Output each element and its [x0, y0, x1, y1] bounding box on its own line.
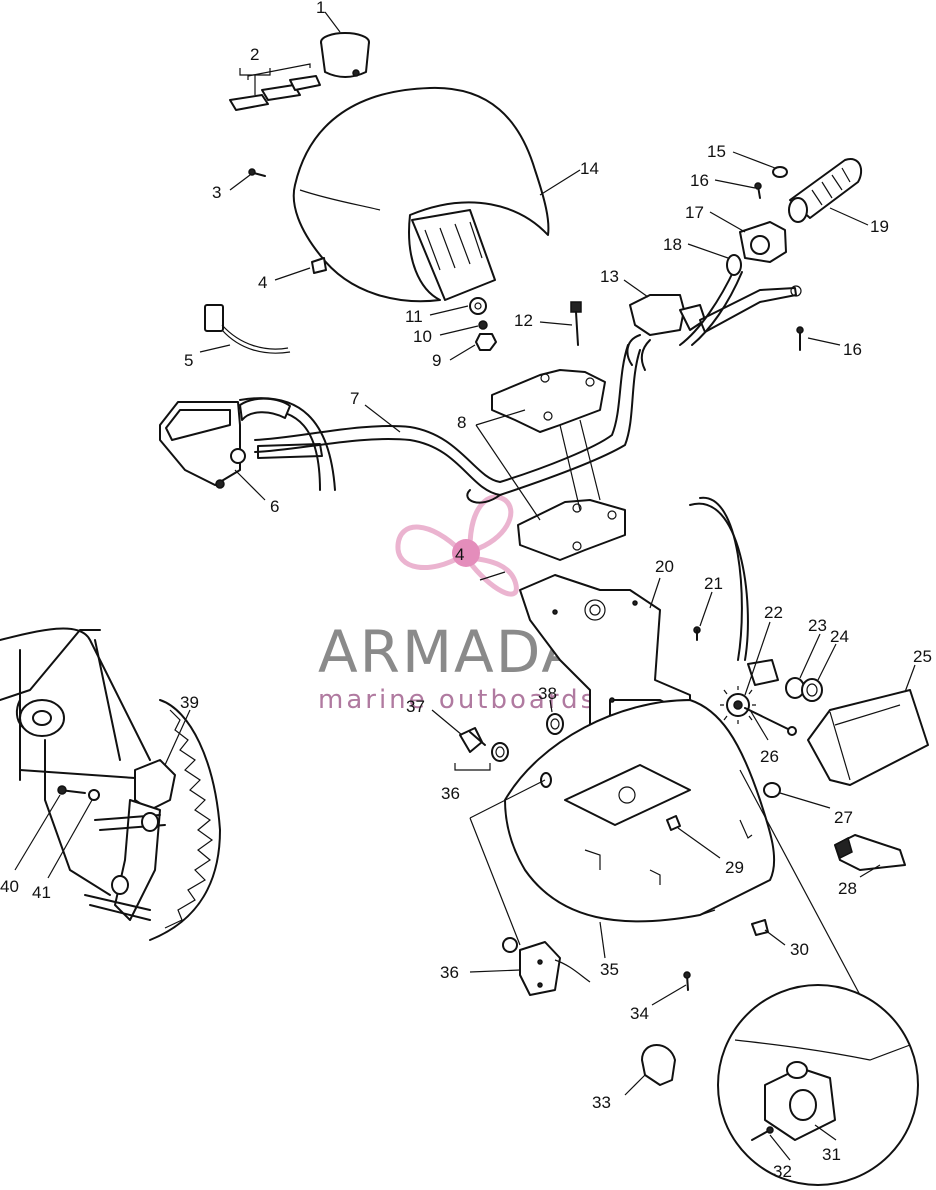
callout-33: 33 — [592, 1093, 611, 1112]
callout-32: 32 — [773, 1162, 792, 1181]
speedo-cable — [689, 502, 749, 661]
callout-5: 5 — [184, 351, 193, 370]
callout-7: 7 — [350, 389, 359, 408]
part-5-connector — [204, 304, 291, 354]
callout-13: 13 — [600, 267, 619, 286]
part-15-16-hardware — [754, 166, 788, 199]
callout-14: 14 — [580, 159, 599, 178]
callout-16: 16 — [690, 171, 709, 190]
callout-31: 31 — [822, 1145, 841, 1164]
callout-34: 34 — [630, 1004, 649, 1023]
callout-16-lower: 16 — [843, 340, 862, 359]
callout-41: 41 — [32, 883, 51, 902]
watermark-tagline: marine outboards — [318, 685, 597, 715]
part-8-clamps — [491, 369, 626, 561]
callout-30: 30 — [790, 940, 809, 959]
propeller-logo-icon — [395, 494, 519, 597]
part-37-switch — [459, 727, 509, 762]
callout-25: 25 — [913, 647, 932, 666]
part-34-screw — [683, 971, 691, 991]
callout-36-lower: 36 — [440, 963, 459, 982]
callout-8: 8 — [457, 413, 466, 432]
callout-18: 18 — [663, 235, 682, 254]
callout-20: 20 — [655, 557, 674, 576]
part-18-lever — [679, 254, 802, 346]
part-33-clamp — [641, 1044, 676, 1086]
callout-39: 39 — [180, 693, 199, 712]
callout-27: 27 — [834, 808, 853, 827]
callout-36: 36 — [441, 784, 460, 803]
part-22-gear — [720, 686, 756, 724]
callout-35: 35 — [600, 960, 619, 979]
part-21-screw — [693, 626, 701, 641]
callout-29: 29 — [725, 858, 744, 877]
part-38-grommet — [546, 713, 564, 735]
callout-28: 28 — [838, 879, 857, 898]
watermark: ARMADA marine outboards — [318, 494, 597, 715]
part-26-rod — [744, 707, 791, 731]
part-36-keyswitch — [502, 937, 591, 996]
part-30-clip — [751, 919, 769, 936]
part-20-bracket — [519, 574, 691, 756]
part-12-bolt — [570, 301, 582, 346]
part-29-nut — [666, 815, 681, 831]
callout-1: 1 — [316, 0, 325, 17]
part-1-cap — [320, 32, 370, 78]
callout-17: 17 — [685, 203, 704, 222]
part-28-socket — [834, 834, 906, 871]
callout-26: 26 — [760, 747, 779, 766]
part-23-24-grommets — [747, 659, 823, 702]
callout-15: 15 — [707, 142, 726, 161]
callout-40: 40 — [0, 877, 19, 896]
callout-3: 3 — [212, 183, 221, 202]
callout-22: 22 — [764, 603, 783, 622]
part-3-screw — [248, 168, 266, 177]
part-27-oring — [763, 782, 781, 798]
callout-2: 2 — [250, 45, 259, 64]
part-14-pod — [292, 86, 550, 303]
callout-9: 9 — [432, 351, 441, 370]
callout-6: 6 — [270, 497, 279, 516]
part-35-cover — [504, 699, 776, 923]
callout-19: 19 — [870, 217, 889, 236]
callout-10: 10 — [413, 327, 432, 346]
part-6-throttle — [159, 397, 323, 489]
callout-23: 23 — [808, 616, 827, 635]
callout-12: 12 — [514, 311, 533, 330]
part-4-nut — [311, 257, 327, 274]
callout-4-watermark: 4 — [455, 545, 464, 564]
callout-21: 21 — [704, 574, 723, 593]
part-16-screw — [796, 326, 804, 351]
part-17-switch — [739, 221, 787, 263]
callout-37: 37 — [406, 697, 425, 716]
callout-11: 11 — [405, 307, 423, 326]
part-2-clips — [229, 63, 321, 111]
callout-24: 24 — [830, 627, 849, 646]
part-9-10-11-hardware — [469, 297, 497, 351]
callout-38: 38 — [538, 684, 557, 703]
part-25-headlight — [807, 689, 929, 786]
callout-4: 4 — [258, 273, 267, 292]
part-19-grip — [788, 158, 863, 223]
leader-lines — [14, 11, 916, 1161]
detail-inset — [717, 769, 919, 1186]
